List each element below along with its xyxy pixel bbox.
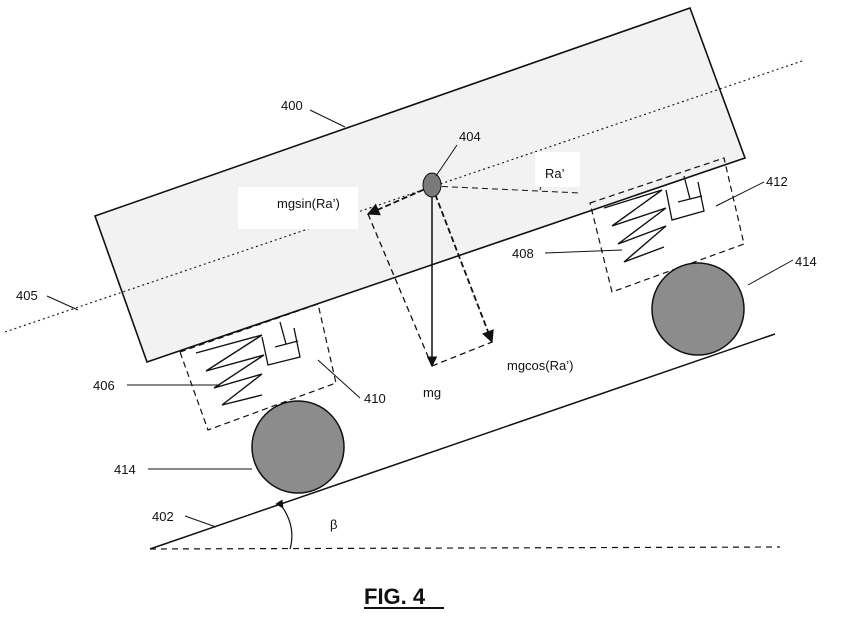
label-412: 412: [766, 174, 788, 189]
label-400: 400: [281, 98, 303, 113]
leader-402: [184, 515, 217, 528]
leader-405: [46, 295, 79, 311]
center-of-mass: [422, 172, 442, 198]
slope-angle-label: β: [330, 517, 337, 532]
label-402: 402: [152, 509, 174, 524]
rear-damper-rod: [279, 321, 287, 345]
front-damper-cup: [665, 181, 705, 221]
gravity-force-label: mg: [423, 385, 441, 400]
leader-404: [435, 144, 458, 177]
parallel-force-label-bg: [238, 187, 358, 229]
leader-408: [544, 249, 623, 254]
slope-angle-label-bg: [310, 495, 360, 547]
incline-surface: [149, 333, 776, 550]
label-410: 410: [364, 391, 386, 406]
body-axis-line: [4, 59, 806, 333]
rear-wheel: [251, 400, 345, 494]
leader-400: [309, 109, 346, 128]
leader-412: [715, 181, 765, 207]
normal-force-arrow: [431, 185, 494, 344]
leader-414-front: [747, 259, 794, 286]
vehicle-body: [93, 6, 747, 364]
normal-force-label-bg: [500, 352, 622, 382]
tilt-reference-line: [431, 185, 581, 194]
rear-damper-piston: [274, 340, 299, 348]
force-box-left: [367, 213, 433, 367]
force-box-bottom: [431, 341, 493, 367]
tilt-angle-label-bg: [535, 152, 580, 187]
leader-410: [317, 359, 361, 399]
horizontal-reference: [149, 546, 781, 550]
label-414-rear: 414: [114, 462, 136, 477]
slope-angle-arc: [275, 499, 293, 550]
front-wheel: [651, 262, 745, 356]
parallel-force-label: mgsin(Ra’): [277, 196, 340, 211]
rear-spring: [195, 334, 265, 406]
rear-suspension-box: [179, 303, 337, 431]
label-406: 406: [93, 378, 115, 393]
label-404: 404: [459, 129, 481, 144]
rear-damper-cup: [261, 327, 301, 366]
label-414-front: 414: [795, 254, 817, 269]
parallel-force-arrow: [366, 185, 433, 216]
front-suspension-box: [589, 157, 745, 293]
label-408: 408: [512, 246, 534, 261]
normal-force-label: mgcos(Ra’): [507, 358, 573, 373]
label-405: 405: [16, 288, 38, 303]
front-damper-rod: [683, 175, 691, 200]
gravity-label-bg: [382, 375, 464, 431]
tilt-angle-label: Ra’: [545, 166, 565, 181]
figure-caption: FIG. 4: [364, 584, 426, 609]
front-spring: [603, 189, 667, 263]
